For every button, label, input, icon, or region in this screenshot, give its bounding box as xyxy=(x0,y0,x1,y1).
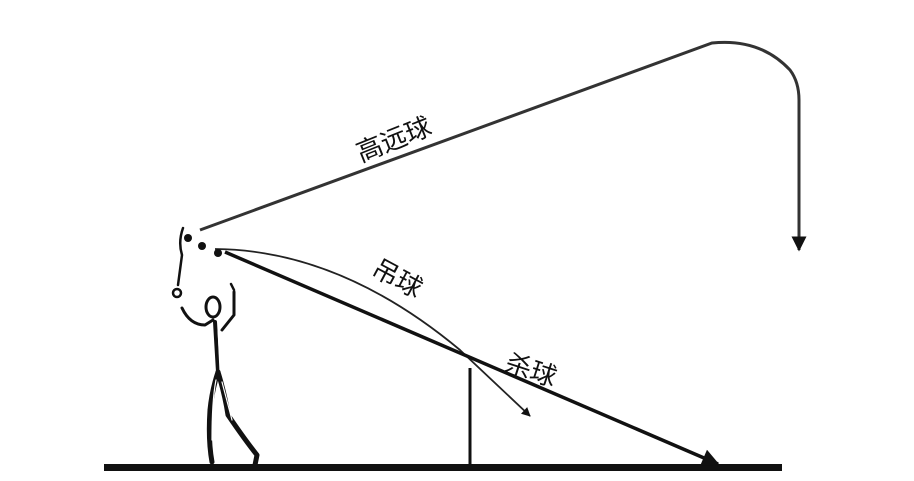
contact-point-2 xyxy=(198,242,206,250)
clear-trajectory xyxy=(199,40,807,252)
contact-point-1 xyxy=(184,234,192,242)
smash-trajectory xyxy=(224,250,720,466)
racket xyxy=(176,226,185,287)
ground-line xyxy=(104,464,782,471)
contact-point-3 xyxy=(214,249,222,257)
drop-trajectory xyxy=(214,248,531,417)
player-head xyxy=(204,295,222,319)
player-stick-figure xyxy=(171,226,260,468)
